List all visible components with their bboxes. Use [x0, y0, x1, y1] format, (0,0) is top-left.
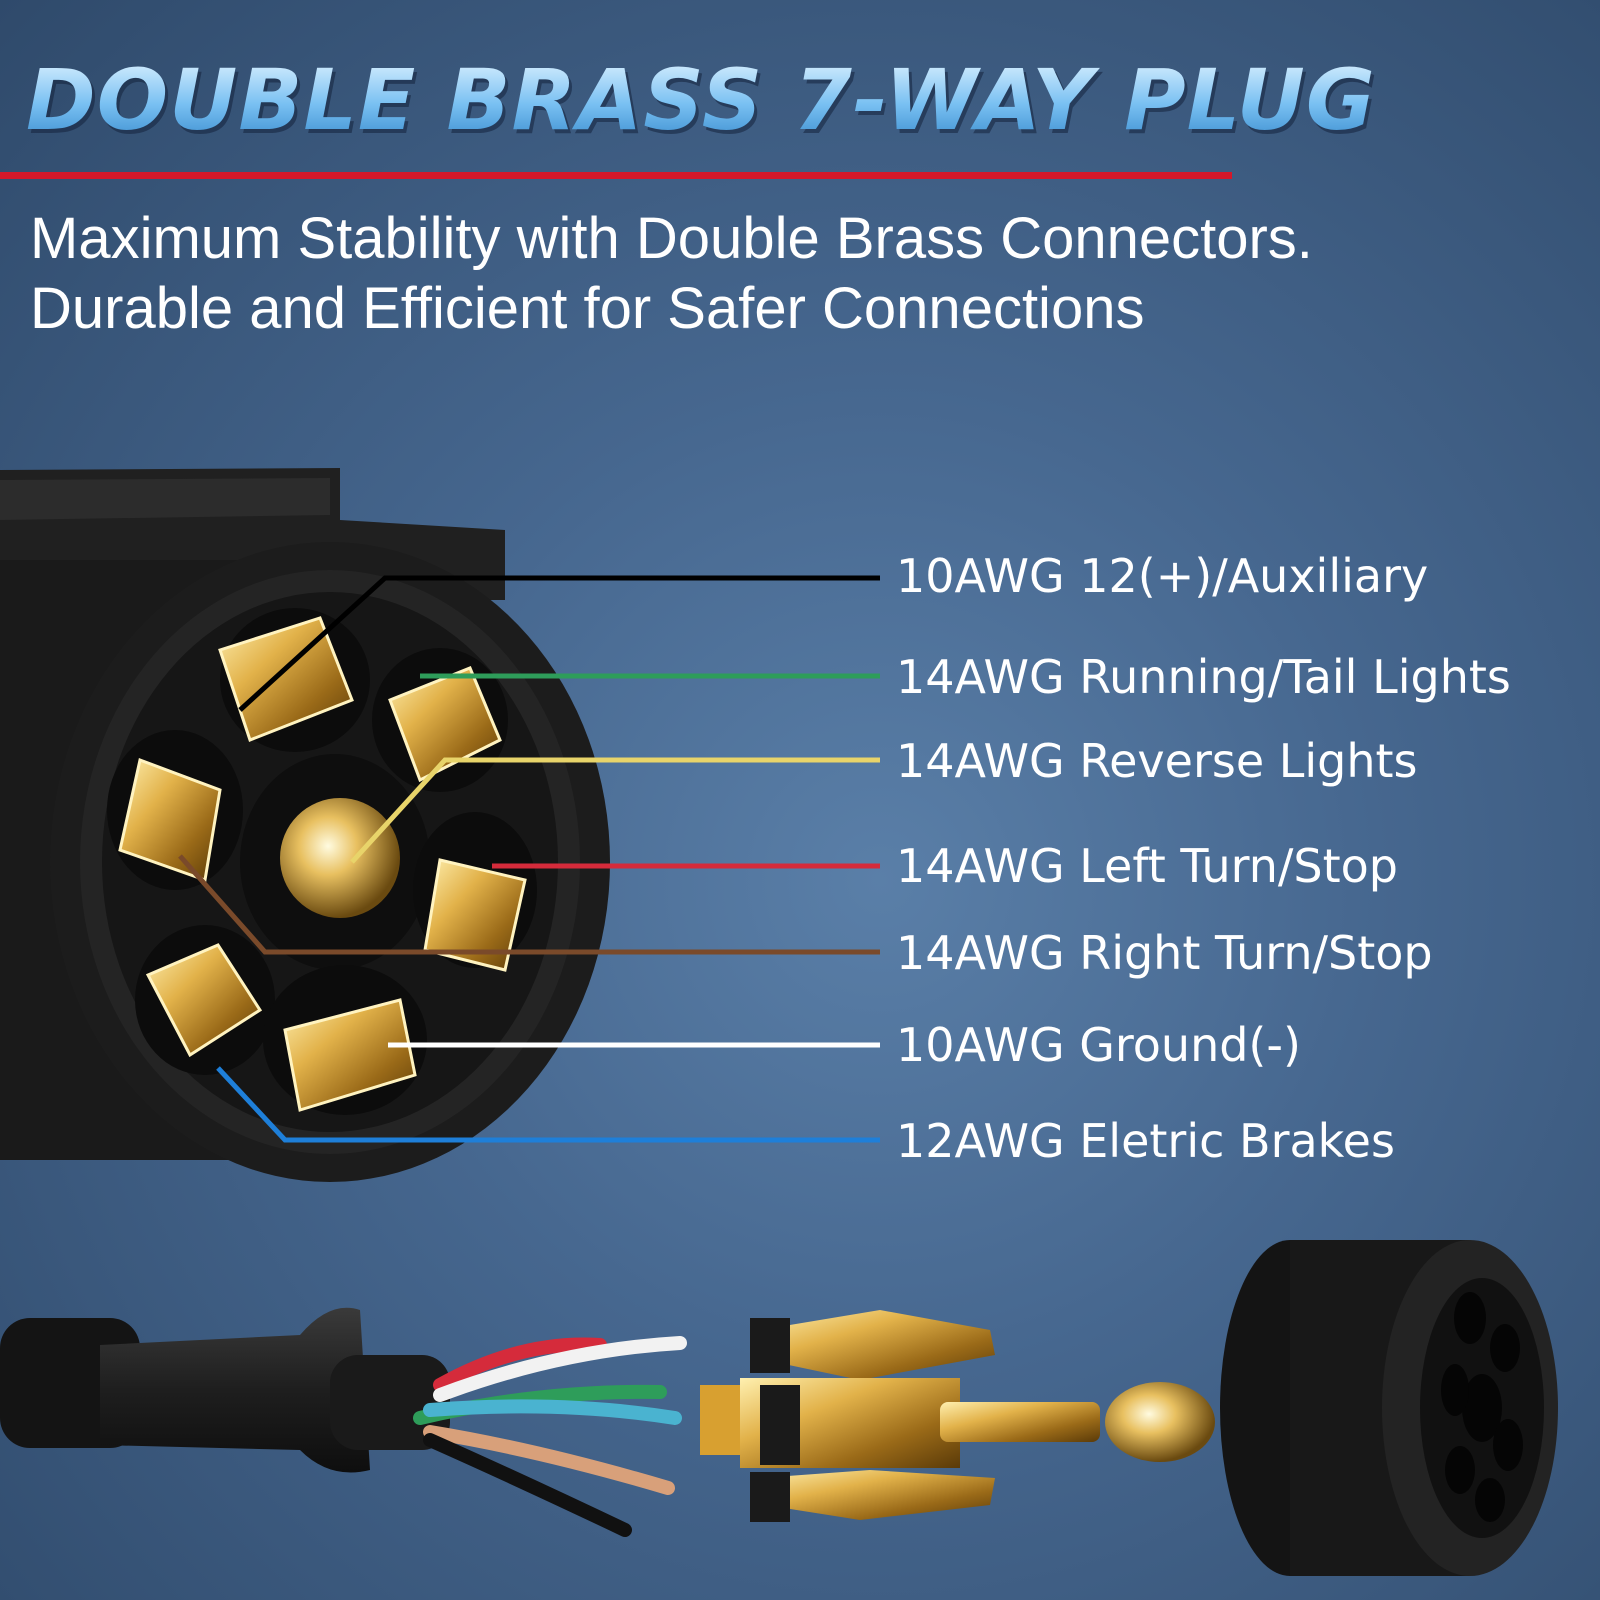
- page-title: DOUBLE BRASS 7-WAY PLUG: [26, 51, 1376, 149]
- wire-label-electric-brakes: 12AWG Eletric Brakes: [896, 1114, 1395, 1168]
- title-underline: [0, 172, 1232, 179]
- wire-label-ground: 10AWG Ground(-): [896, 1018, 1301, 1072]
- leader-right-turn: [178, 854, 880, 955]
- leader-electric-brakes: [216, 1066, 880, 1143]
- leader-auxiliary: [238, 575, 880, 712]
- subtitle-line-1: Maximum Stability with Double Brass Conn…: [30, 206, 1313, 271]
- wire-label-auxiliary: 10AWG 12(+)/Auxiliary: [896, 549, 1429, 603]
- exploded-cable: [0, 1307, 687, 1537]
- wire-label-running-lights: 14AWG Running/Tail Lights: [896, 650, 1511, 704]
- wire-leaders: [178, 575, 880, 1143]
- leader-reverse-lights: [350, 757, 880, 864]
- brass-contacts: [107, 608, 537, 1115]
- subtitle-line-2: Durable and Efficient for Safer Connecti…: [30, 276, 1145, 341]
- exploded-housing: [1220, 1240, 1558, 1576]
- wire-label-left-turn: 14AWG Left Turn/Stop: [896, 839, 1399, 893]
- wire-label-right-turn: 14AWG Right Turn/Stop: [896, 926, 1433, 980]
- wire-label-reverse-lights: 14AWG Reverse Lights: [896, 734, 1418, 788]
- exploded-terminals: [700, 1310, 1215, 1522]
